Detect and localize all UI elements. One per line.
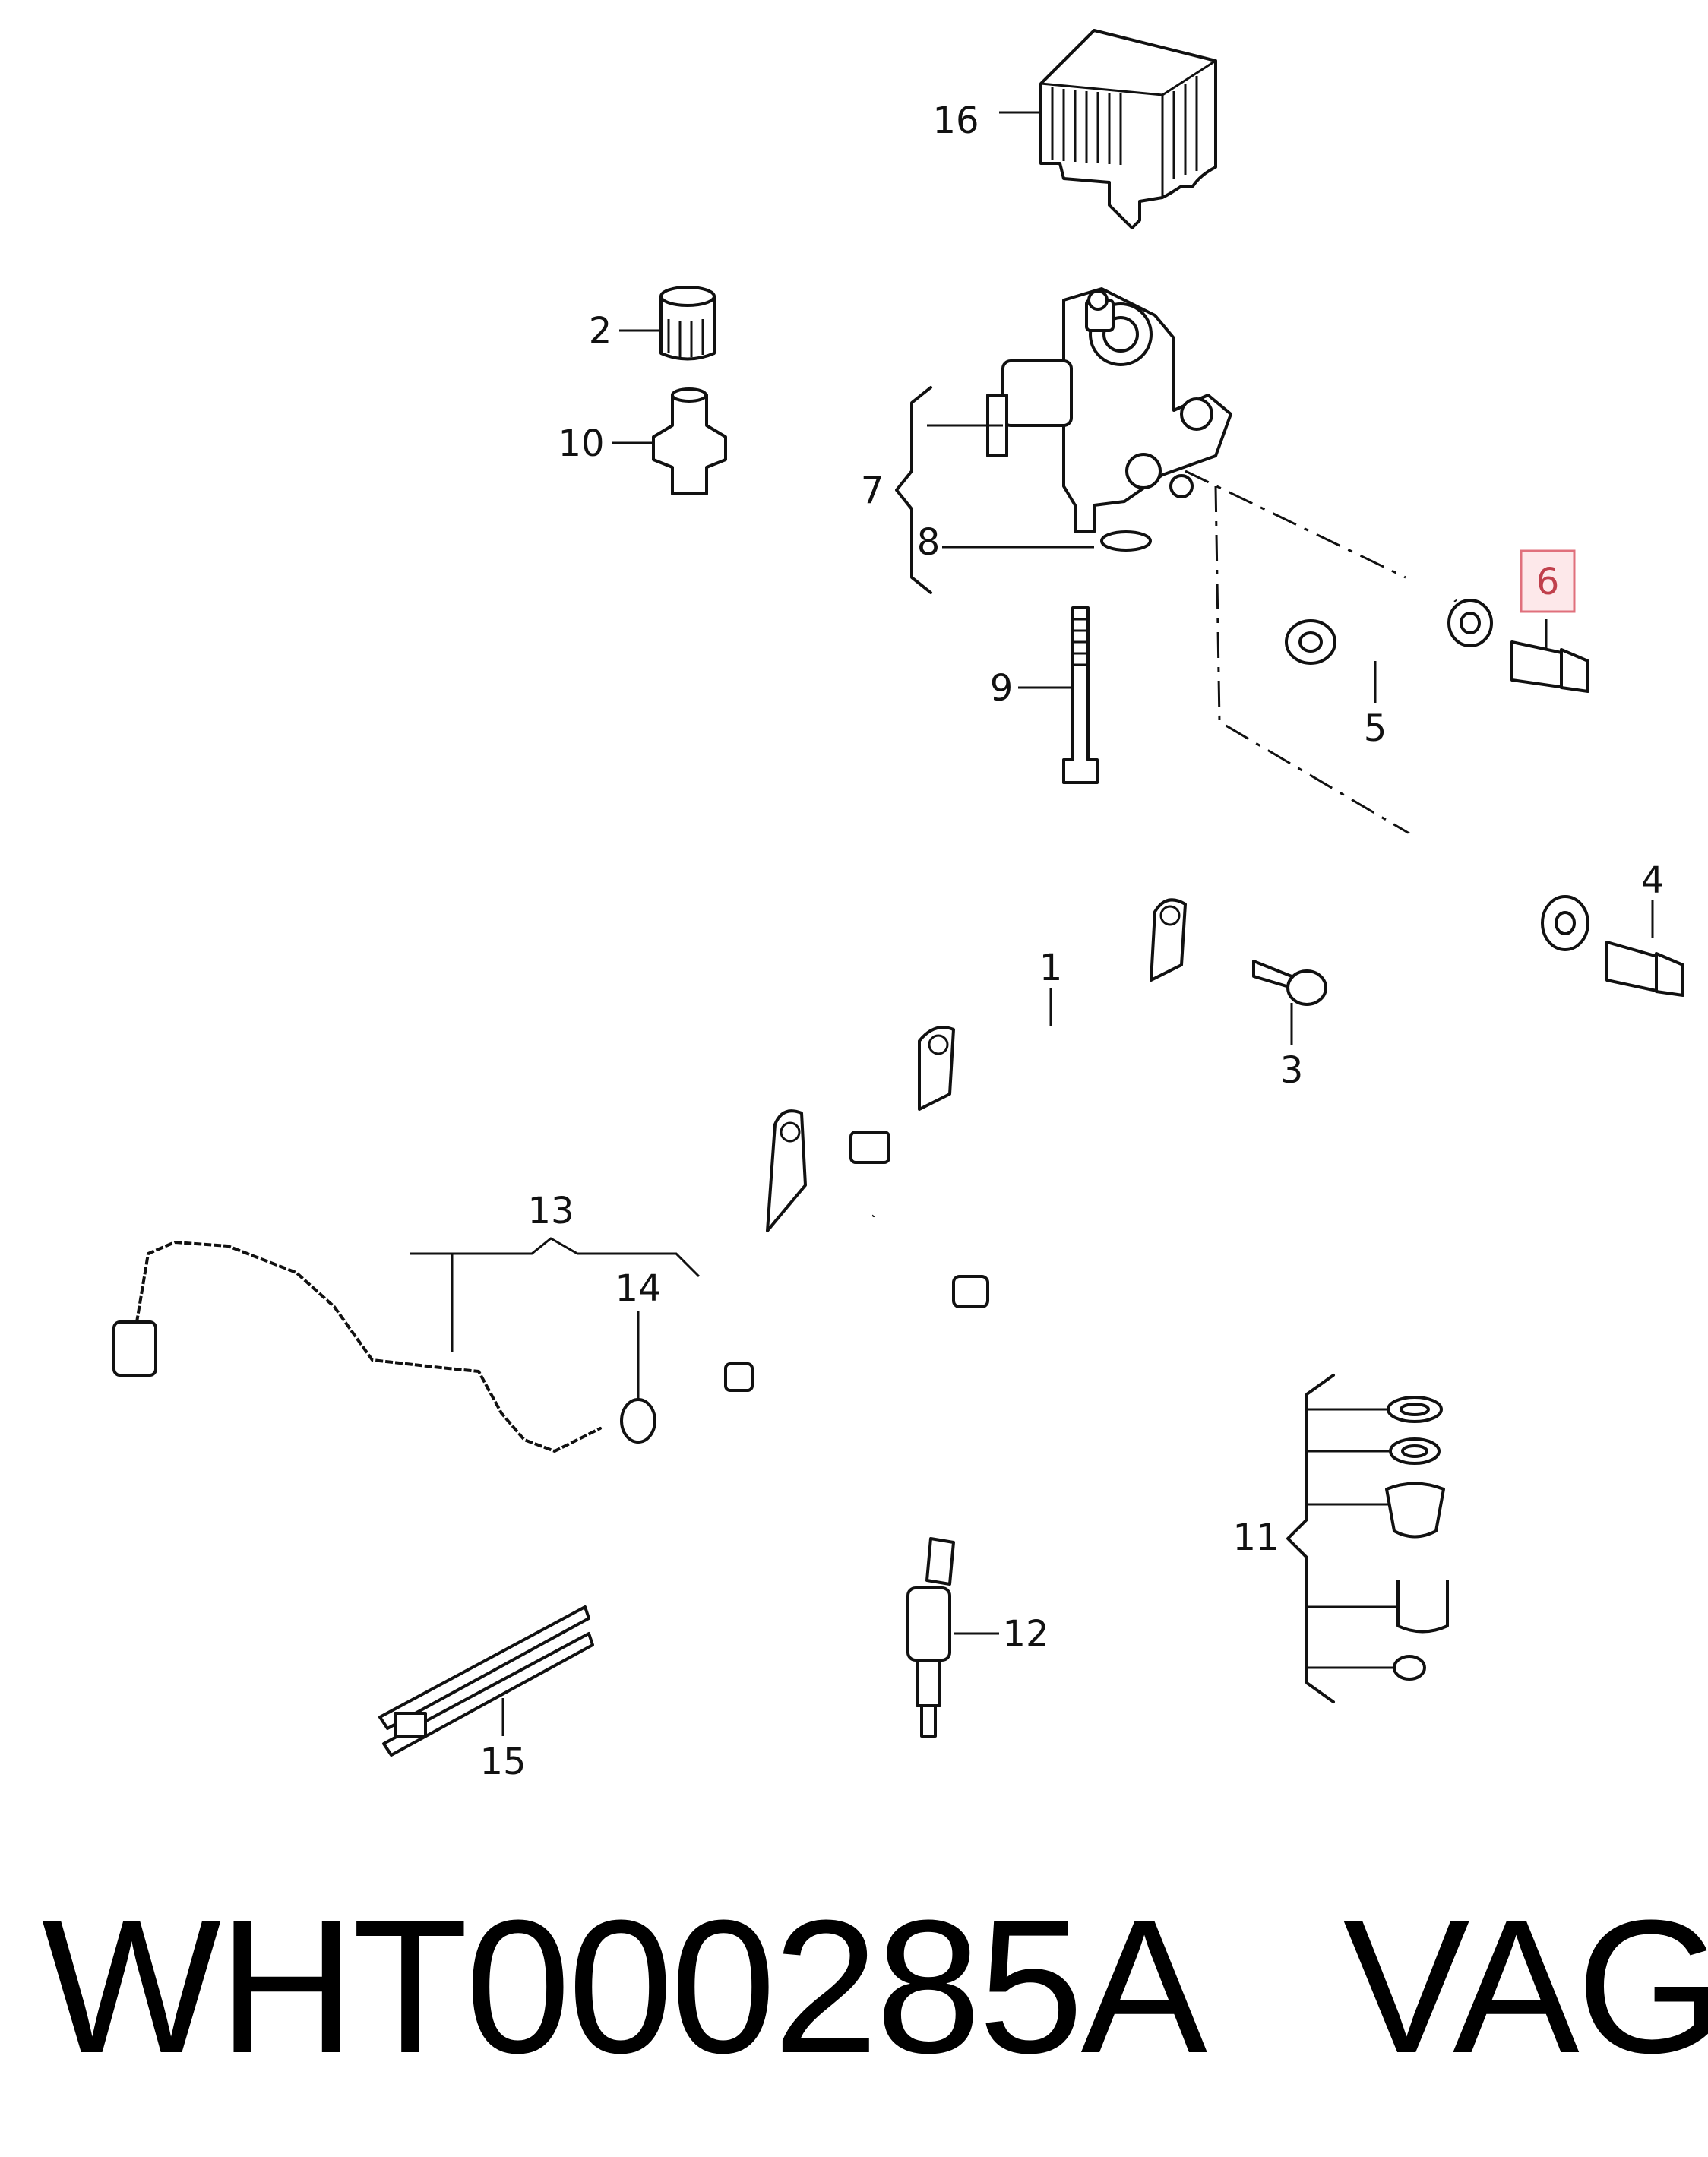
part-2-cap	[619, 286, 716, 361]
callout-13: 13	[527, 1190, 574, 1232]
brace-7	[895, 386, 1094, 594]
part-5-pipe	[1285, 563, 1493, 703]
callout-3: 3	[1280, 1049, 1304, 1092]
part-13-hose	[112, 1228, 701, 1466]
callout-5: 5	[1364, 707, 1387, 750]
dash-pump-to-5	[1185, 470, 1406, 579]
part-4-banjo-bolt	[1605, 900, 1684, 997]
part-11-seal-kit	[1286, 1374, 1449, 1703]
callout-6: 6	[1536, 561, 1560, 603]
callout-7: 7	[861, 470, 884, 512]
part-10-sensor	[612, 387, 727, 495]
part-number-caption: WHT000285A VAG	[42, 1880, 1708, 2092]
callout-16: 16	[932, 100, 979, 142]
callout-8: 8	[917, 521, 941, 564]
callout-14: 14	[615, 1267, 661, 1310]
callout-11: 11	[1232, 1517, 1279, 1559]
part-14-clamp	[620, 1311, 656, 1444]
part-1-fuel-rail	[702, 824, 1589, 1392]
callout-6-highlight	[1520, 549, 1576, 613]
callout-2: 2	[589, 310, 612, 353]
callout-9: 9	[990, 667, 1014, 710]
part-6-banjo-bolt	[1510, 619, 1589, 693]
callout-12: 12	[1002, 1613, 1049, 1656]
part-15-cable-ties	[378, 1605, 594, 1757]
high-pressure-pump	[986, 287, 1232, 533]
part-9-bolt	[1018, 606, 1099, 784]
part-16-cover	[999, 29, 1217, 229]
part-12-injector	[906, 1537, 999, 1738]
part-3-screw	[1252, 960, 1327, 1045]
callout-4: 4	[1641, 859, 1665, 902]
part-8-o-ring	[1100, 530, 1152, 552]
callout-10: 10	[558, 422, 604, 465]
callout-15: 15	[479, 1741, 526, 1783]
callout-1: 1	[1039, 947, 1063, 989]
